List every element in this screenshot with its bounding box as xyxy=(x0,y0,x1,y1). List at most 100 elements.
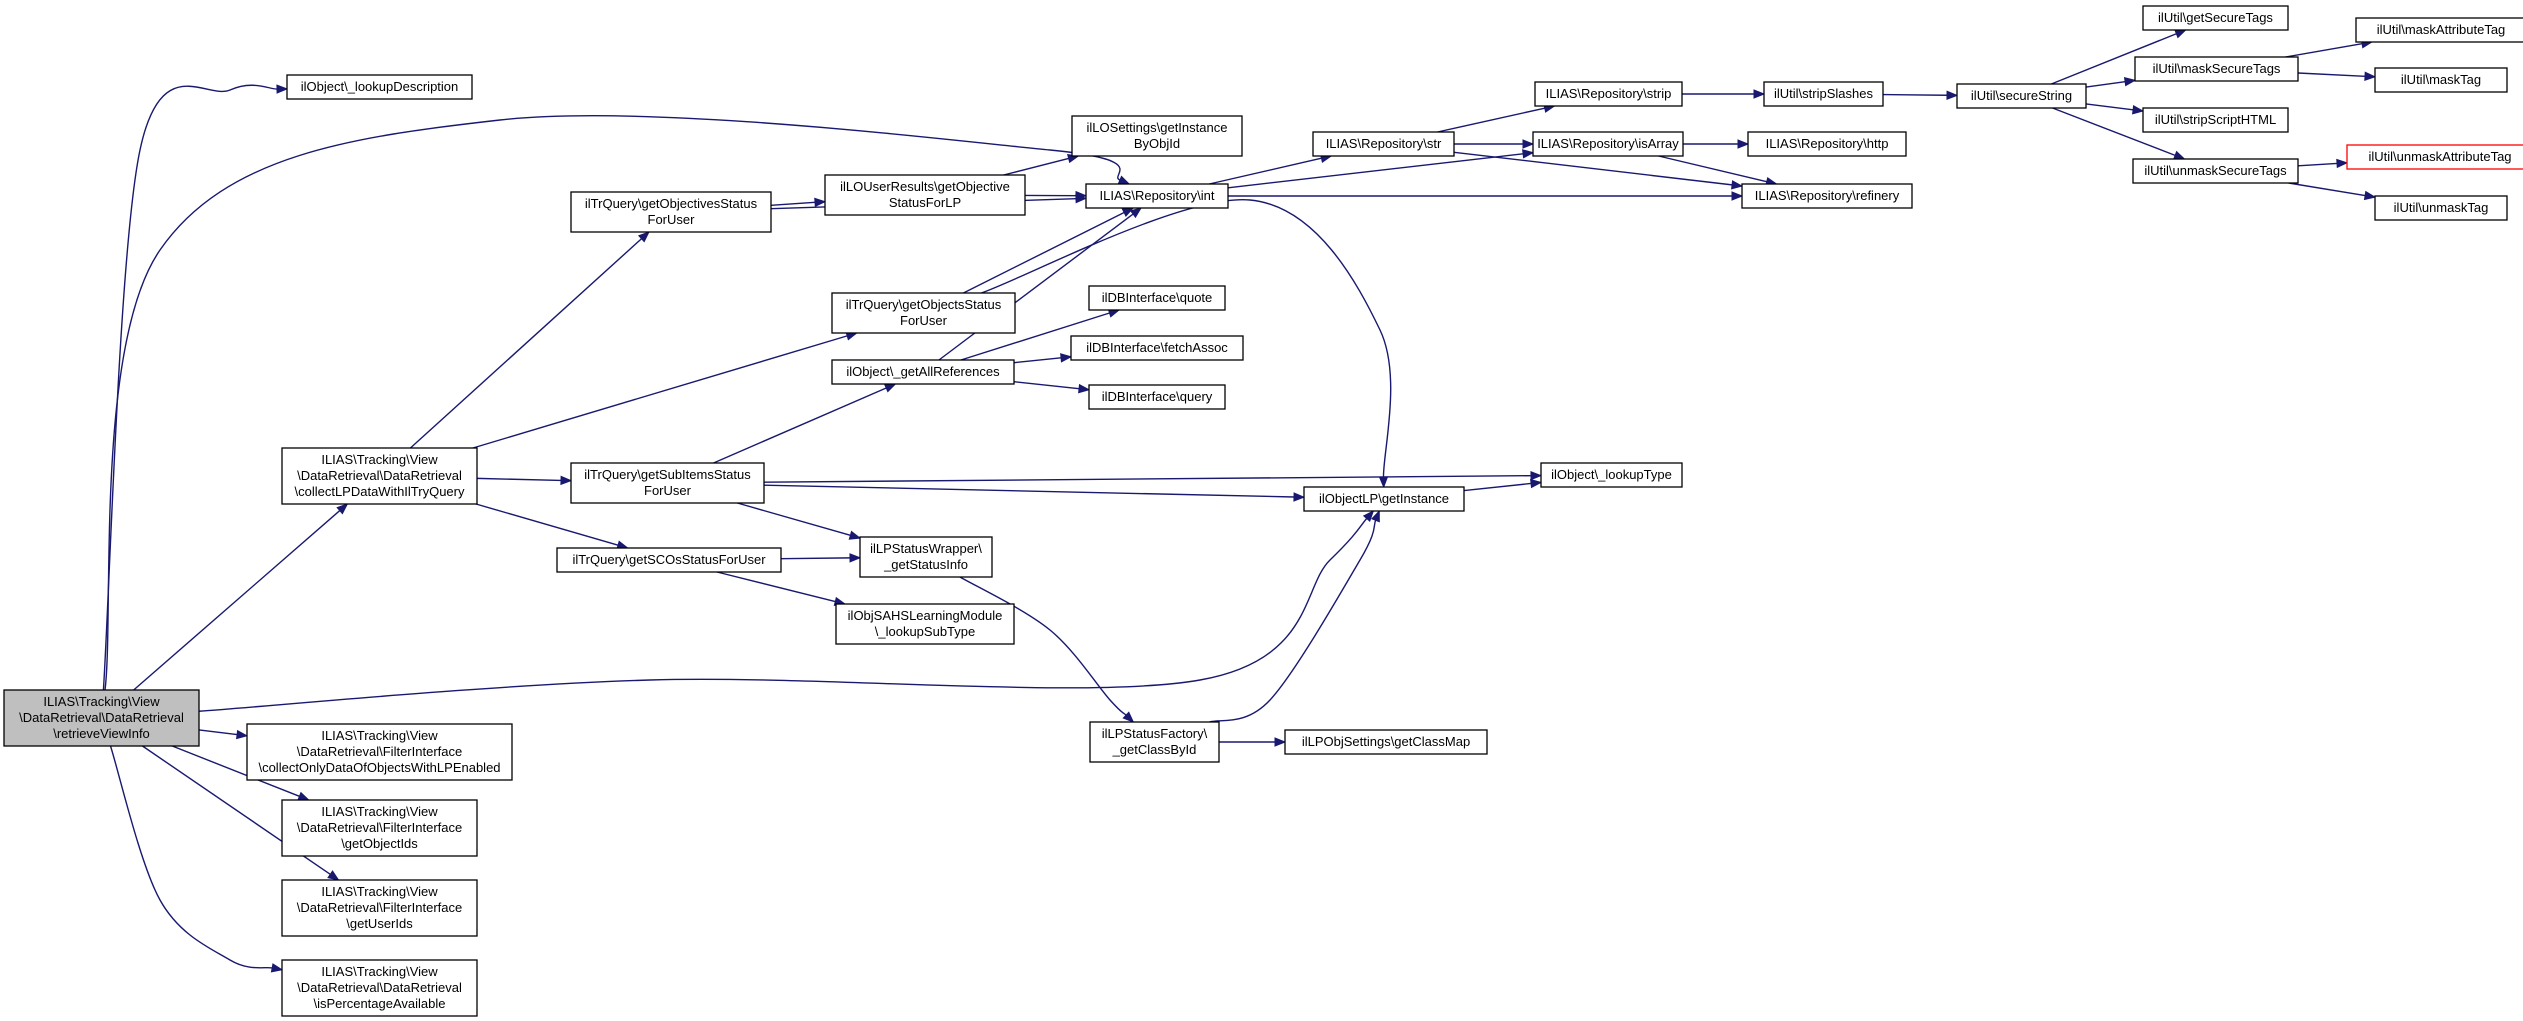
node-lookupDescription[interactable]: ilObject\_lookupDescription xyxy=(286,74,473,100)
node-label-line: ILIAS\Repository\strip xyxy=(1546,86,1672,101)
node-label-line: ilLOUserResults\getObjective xyxy=(840,179,1010,194)
node-label-line: \isPercentageAvailable xyxy=(313,996,445,1011)
node-repoHttp[interactable]: ILIAS\Repository\http xyxy=(1747,131,1907,157)
node-getStatusInfo[interactable]: ilLPStatusWrapper\_getStatusInfo xyxy=(859,536,993,578)
node-secureString[interactable]: ilUtil\secureString xyxy=(1956,83,2087,109)
node-repoIsArray[interactable]: ILIAS\Repository\isArray xyxy=(1532,131,1684,157)
edge-root-to-getObjectIds xyxy=(172,745,310,801)
edge-root-to-collectLPData xyxy=(133,503,349,691)
edge-line xyxy=(1463,482,1532,492)
node-repoRefinery[interactable]: ILIAS\Repository\refinery xyxy=(1741,183,1913,209)
node-repoInt[interactable]: ILIAS\Repository\int xyxy=(1085,183,1229,209)
node-getClassById[interactable]: ilLPStatusFactory\_getClassById xyxy=(1089,721,1220,763)
node-root[interactable]: ILIAS\Tracking\View\DataRetrieval\DataRe… xyxy=(3,689,200,747)
arrowhead-icon xyxy=(336,503,349,515)
node-unmaskSecureTags[interactable]: ilUtil\unmaskSecureTags xyxy=(2132,158,2299,184)
edge-collectLPData-to-getSubItemsStatus xyxy=(476,475,573,486)
arrowhead-icon xyxy=(848,530,862,540)
edge-line xyxy=(198,518,1368,712)
node-repoStrip[interactable]: ILIAS\Repository\strip xyxy=(1534,81,1683,107)
node-label-line: ILIAS\Repository\refinery xyxy=(1755,188,1900,203)
node-label-line: \DataRetrieval\FilterInterface xyxy=(297,820,462,835)
node-dbFetchAssoc[interactable]: ilDBInterface\fetchAssoc xyxy=(1070,335,1244,361)
edge-line xyxy=(1882,93,1948,96)
node-box xyxy=(3,689,200,747)
nodes-layer: ILIAS\Tracking\View\DataRetrieval\DataRe… xyxy=(3,5,2523,1017)
arrowhead-icon xyxy=(1731,191,1744,201)
node-getSecureTags[interactable]: ilUtil\getSecureTags xyxy=(2142,5,2289,31)
edge-root-to-isPercentage xyxy=(109,745,284,973)
node-dbQuote[interactable]: ilDBInterface\quote xyxy=(1088,285,1226,311)
node-collectOnlyData[interactable]: ILIAS\Tracking\View\DataRetrieval\Filter… xyxy=(246,723,513,781)
node-label-line: ILIAS\Tracking\View xyxy=(321,728,438,743)
node-box xyxy=(1284,729,1488,755)
node-lpGetInstance[interactable]: ilObjectLP\getInstance xyxy=(1303,486,1465,512)
edge-getAllReferences-to-dbQuery xyxy=(1013,381,1091,394)
edge-line xyxy=(713,387,887,464)
node-box xyxy=(2374,67,2508,93)
edge-getSubItemsStatus-to-getAllReferences xyxy=(713,383,897,464)
node-lookupType[interactable]: ilObject\_lookupType xyxy=(1540,462,1683,488)
arrowhead-icon xyxy=(1946,90,1959,100)
arrowhead-icon xyxy=(1530,478,1543,489)
edge-line xyxy=(963,211,1125,294)
edge-line xyxy=(1437,107,1545,133)
arrowhead-icon xyxy=(2174,29,2187,39)
arrowhead-icon xyxy=(2364,71,2377,81)
edge-repoStrip-to-stripSlashes xyxy=(1682,89,1766,99)
edge-line xyxy=(104,115,1121,691)
node-label-line: ILIAS\Tracking\View xyxy=(321,884,438,899)
edge-unmaskSecureTags-to-unmaskTag xyxy=(2288,182,2377,201)
edge-getObjectiveStatusForLP-to-repoInt xyxy=(1024,190,1088,201)
node-maskTag[interactable]: ilUtil\maskTag xyxy=(2374,67,2508,93)
arrowhead-icon xyxy=(560,475,573,486)
node-getSCOsStatus[interactable]: ilTrQuery\getSCOsStatusForUser xyxy=(556,547,782,573)
edge-unmaskSecureTags-to-unmaskAttributeTag xyxy=(2297,158,2349,169)
node-label-line: \collectOnlyDataOfObjectsWithLPEnabled xyxy=(258,760,500,775)
node-getObjectIds[interactable]: ILIAS\Tracking\View\DataRetrieval\Filter… xyxy=(281,799,478,857)
node-repoStr[interactable]: ILIAS\Repository\str xyxy=(1312,131,1455,157)
node-stripScriptHTML[interactable]: ilUtil\stripScriptHTML xyxy=(2142,107,2289,133)
node-label-line: \retrieveViewInfo xyxy=(53,726,150,741)
edge-line xyxy=(2285,43,2363,58)
edge-repoInt-to-repoStr xyxy=(1209,153,1333,185)
edge-line xyxy=(109,745,273,969)
edge-line xyxy=(172,745,300,797)
node-label-line: ilDBInterface\fetchAssoc xyxy=(1086,340,1228,355)
arrowhead-icon xyxy=(2131,105,2145,115)
node-box xyxy=(570,462,765,504)
edge-line xyxy=(2288,182,2366,197)
edge-line xyxy=(1209,157,1322,185)
node-getUserIds[interactable]: ILIAS\Tracking\View\DataRetrieval\Filter… xyxy=(281,879,478,937)
node-getClassMap[interactable]: ilLPObjSettings\getClassMap xyxy=(1284,729,1488,755)
node-box xyxy=(281,799,478,857)
node-box xyxy=(1747,131,1907,157)
node-maskAttributeTag[interactable]: ilUtil\maskAttributeTag xyxy=(2355,17,2523,43)
arrowhead-icon xyxy=(2336,158,2349,169)
node-lookupSubType[interactable]: ilObjSAHSLearningModule\_lookupSubType xyxy=(835,603,1015,645)
node-unmaskAttributeTag[interactable]: ilUtil\unmaskAttributeTag xyxy=(2346,144,2523,170)
node-label-line: ilObject\_lookupDescription xyxy=(301,79,459,94)
node-collectLPData[interactable]: ILIAS\Tracking\View\DataRetrieval\DataRe… xyxy=(281,447,478,505)
node-box xyxy=(2346,144,2523,170)
edge-repoIsArray-to-repoHttp xyxy=(1683,139,1750,149)
edge-repoStr-to-repoIsArray xyxy=(1454,139,1535,149)
node-box xyxy=(859,536,993,578)
edges-layer xyxy=(102,29,2377,973)
edge-line xyxy=(1453,151,1733,186)
node-stripSlashes[interactable]: ilUtil\stripSlashes xyxy=(1763,81,1884,107)
arrowhead-icon xyxy=(2123,77,2137,87)
node-label-line: ilUtil\getSecureTags xyxy=(2158,10,2273,25)
edge-getStatusInfo-to-getClassById xyxy=(959,576,1135,723)
node-maskSecureTags[interactable]: ilUtil\maskSecureTags xyxy=(2134,56,2299,82)
node-unmaskTag[interactable]: ilUtil\unmaskTag xyxy=(2374,195,2508,221)
node-isPercentage[interactable]: ILIAS\Tracking\View\DataRetrieval\DataRe… xyxy=(281,959,478,1017)
node-dbQuery[interactable]: ilDBInterface\query xyxy=(1088,384,1226,410)
edge-secureString-to-stripScriptHTML xyxy=(2085,103,2145,115)
node-getAllReferences[interactable]: ilObject\_getAllReferences xyxy=(831,359,1015,385)
